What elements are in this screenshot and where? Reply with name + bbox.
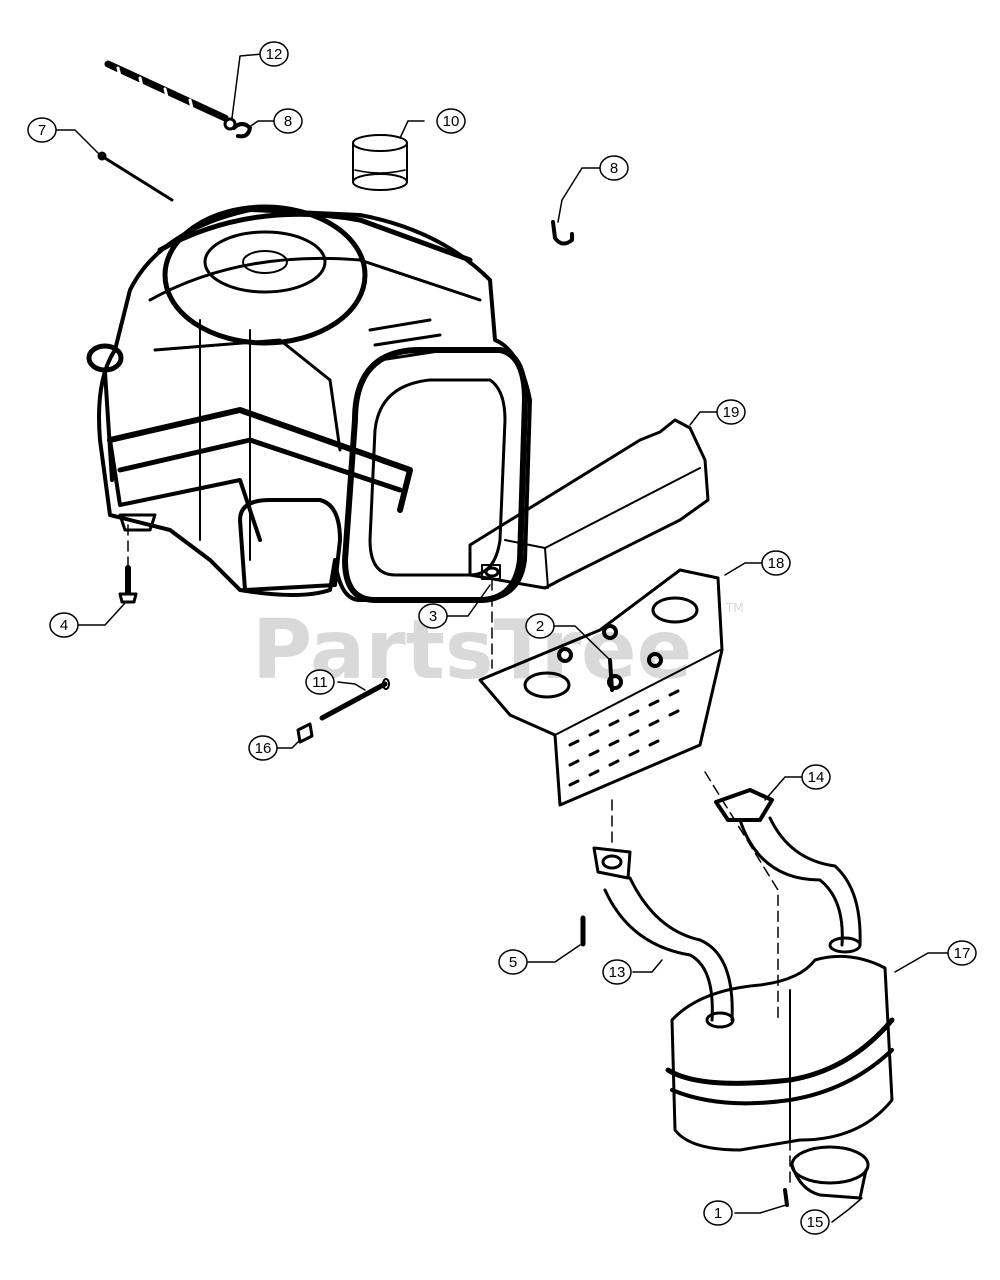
heat-shield	[468, 418, 710, 590]
clip-part	[232, 122, 252, 139]
exhaust-pipe-right	[714, 788, 862, 954]
spark-arrestor	[790, 1145, 870, 1200]
callout-circle	[498, 949, 528, 975]
callout-circle	[761, 550, 791, 576]
callout-circle	[602, 959, 632, 985]
callout-c2: 2	[525, 613, 555, 639]
callout-label: 5	[509, 954, 517, 971]
screw-part-2	[608, 658, 614, 692]
spacer-part-3	[484, 566, 500, 578]
callout-c18: 18	[761, 550, 791, 576]
callout-circle	[273, 108, 303, 134]
alignment-lines	[127, 524, 791, 1186]
callout-c17: 17	[947, 940, 977, 966]
callout-circle	[305, 669, 335, 695]
callout-c15: 15	[800, 1209, 830, 1235]
callout-label: 2	[536, 618, 544, 635]
callout-label: 7	[38, 122, 46, 139]
callout-c12: 12	[259, 41, 289, 67]
leader-lines	[54, 53, 948, 1223]
callout-circle	[703, 1200, 733, 1226]
callout-c5: 5	[498, 949, 528, 975]
watermark-trademark: TM	[725, 601, 744, 615]
callout-label: 16	[255, 740, 272, 757]
callout-c16: 16	[248, 735, 278, 761]
callout-c11: 11	[305, 669, 335, 695]
callout-circle	[259, 41, 289, 67]
callout-label: 3	[429, 608, 437, 625]
callout-circle	[27, 117, 57, 143]
nut-part-16	[296, 722, 314, 744]
callout-circle	[599, 155, 629, 181]
callout-label: 8	[284, 113, 292, 130]
engine-assembly	[86, 204, 532, 603]
callout-label: 11	[312, 674, 328, 691]
callout-c8a: 8	[273, 108, 303, 134]
callout-c3: 3	[418, 603, 448, 629]
callouts: 12 8 7 10 8 19 18 4 3 2 11 16 14 5 13 17 1 15	[27, 41, 977, 1235]
callout-label: 8	[610, 160, 618, 177]
callout-label: 4	[60, 617, 68, 634]
callout-circle	[801, 764, 831, 790]
callout-c13: 13	[602, 959, 632, 985]
callout-circle	[49, 612, 79, 638]
callout-c8b: 8	[599, 155, 629, 181]
pin-part-11	[319, 678, 390, 721]
callout-c1: 1	[703, 1200, 733, 1226]
callout-c4: 4	[49, 612, 79, 638]
callout-label: 15	[807, 1214, 824, 1231]
filter-cylinder	[352, 134, 408, 191]
callout-c10: 10	[436, 108, 466, 134]
callout-circle	[436, 108, 466, 134]
callout-label: 10	[443, 113, 460, 130]
bracket-clip	[551, 220, 574, 246]
bolt-part	[118, 565, 138, 604]
callout-label: 13	[609, 964, 626, 981]
callout-c19: 19	[716, 399, 746, 425]
callout-c14: 14	[801, 764, 831, 790]
callout-circle	[418, 603, 448, 629]
muffler	[665, 954, 895, 1152]
callout-label: 14	[808, 769, 825, 786]
callout-label: 1	[714, 1205, 722, 1222]
dipstick-tube	[104, 60, 237, 131]
dipstick	[97, 151, 174, 202]
screw-part-1	[783, 1188, 789, 1207]
callout-circle	[525, 613, 555, 639]
callout-label: 19	[723, 404, 740, 421]
callout-label: 12	[266, 46, 283, 63]
callout-c7: 7	[27, 117, 57, 143]
callout-label: 17	[954, 945, 971, 962]
exhaust-pipe-left	[592, 846, 735, 1029]
callout-circle	[800, 1209, 830, 1235]
muffler-guard	[478, 568, 724, 807]
callout-circle	[716, 399, 746, 425]
callout-circle	[947, 940, 977, 966]
callout-circle	[248, 735, 278, 761]
callout-label: 18	[768, 555, 785, 572]
